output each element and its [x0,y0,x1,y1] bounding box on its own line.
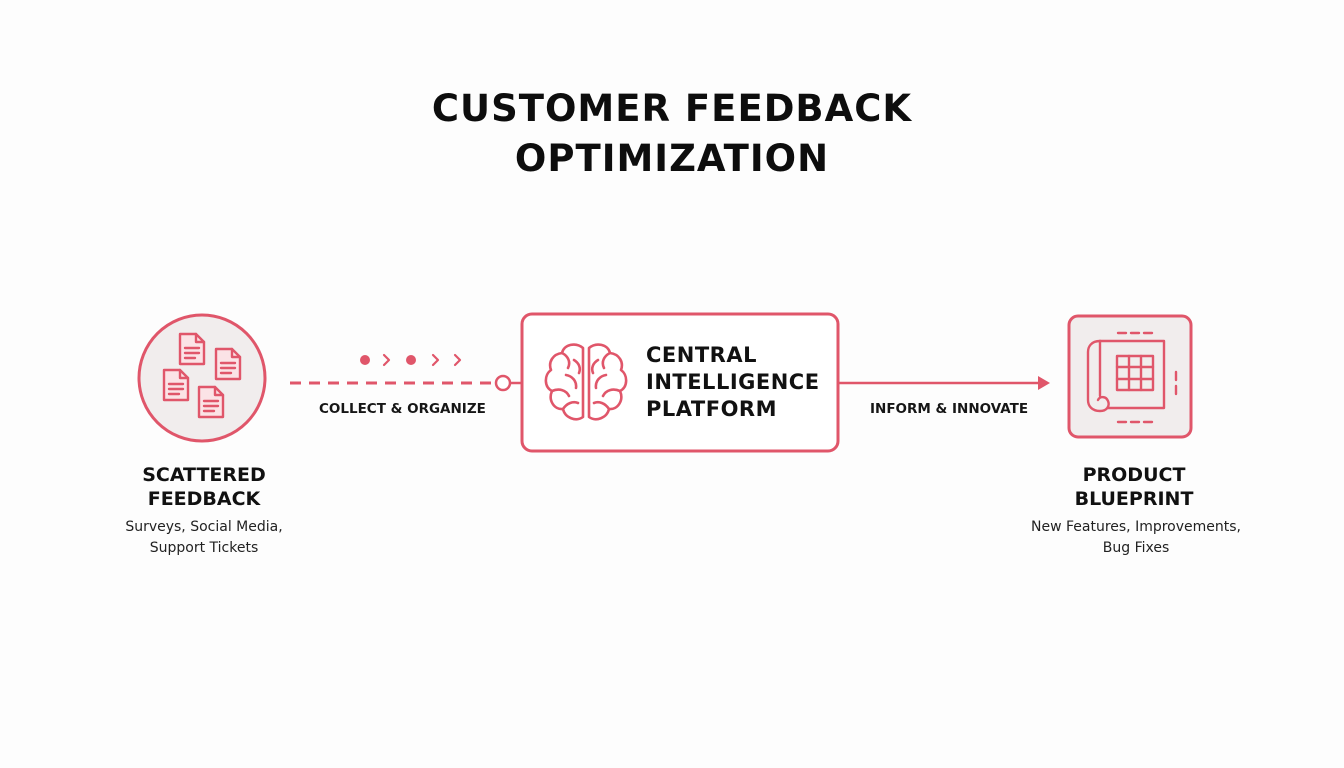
documents-icon [162,332,242,419]
central-platform-node [520,312,840,453]
source-node-subtitle: Surveys, Social Media, Support Tickets [82,517,326,559]
center-label-line-3: PLATFORM [646,397,777,421]
title-line-2: OPTIMIZATION [514,137,830,180]
blueprint-icon [1086,331,1178,424]
flow-dot [406,355,416,365]
flow-chevron [453,353,462,367]
center-node-label: CENTRAL INTELLIGENCE PLATFORM [646,342,820,423]
inform-connector [838,376,1050,390]
brain-icon [544,343,628,421]
target-title-line-2: BLUEPRINT [1074,488,1194,510]
target-sub-line-1: New Features, Improvements, [1030,519,1241,535]
flow-dot [360,355,370,365]
center-label-line-2: INTELLIGENCE [646,370,820,394]
scattered-feedback-node [137,313,267,443]
collect-connector [290,353,522,392]
page-title: CUSTOMER FEEDBACK OPTIMIZATION [0,84,1344,184]
center-label-line-1: CENTRAL [646,343,757,367]
target-node-subtitle: New Features, Improvements, Bug Fixes [1004,517,1268,559]
target-node-title: PRODUCT BLUEPRINT [1022,463,1246,511]
source-title-line-1: SCATTERED [142,464,266,486]
source-title-line-2: FEEDBACK [147,488,261,510]
arrow-head [1038,376,1050,390]
source-sub-line-2: Support Tickets [149,540,259,556]
source-node-title: SCATTERED FEEDBACK [92,463,316,511]
target-title-line-1: PRODUCT [1082,464,1186,486]
product-blueprint-node [1067,314,1193,439]
inform-edge-label: INFORM & INNOVATE [870,401,1029,417]
title-line-1: CUSTOMER FEEDBACK [431,87,913,130]
source-sub-line-1: Surveys, Social Media, [125,519,283,535]
source-circle [137,313,267,443]
connector-end-circle [494,374,512,392]
collect-edge-label: COLLECT & ORGANIZE [319,401,486,417]
target-sub-line-2: Bug Fixes [1102,540,1170,556]
flow-chevron [431,353,440,367]
flow-chevron [382,353,391,367]
